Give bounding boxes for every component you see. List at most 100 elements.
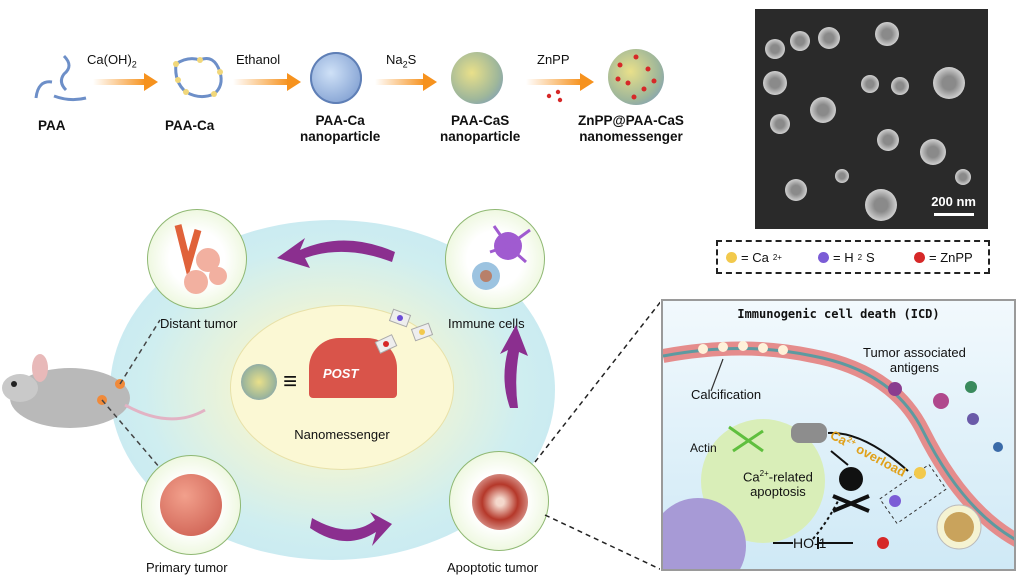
nanomessenger-ellipse: ≡ POST Nanomessenger <box>230 305 454 470</box>
reagent-sub: 2 <box>131 59 137 70</box>
legend-text: = H <box>833 250 854 265</box>
mouse-icon <box>2 354 206 428</box>
sem-particle <box>763 71 787 95</box>
arrow-step1 <box>93 73 158 91</box>
scale-bar-label: 200 nm <box>931 194 976 209</box>
sem-particle <box>933 67 965 99</box>
reagent-text: Ca(OH) <box>87 52 132 67</box>
paa-cas-nanoparticle-icon <box>451 52 503 104</box>
sem-particle <box>861 75 879 93</box>
cycle-arrows <box>2 238 660 570</box>
apoptotic-tumor-label: Apoptotic tumor <box>447 560 539 575</box>
sem-particle <box>810 97 836 123</box>
legend-sub: 2 <box>857 253 863 262</box>
paa-ca-icon <box>173 57 223 99</box>
nucleus-icon <box>663 498 746 569</box>
arrow-step4 <box>526 73 594 91</box>
arrow-up <box>500 325 528 408</box>
apoptosis-post: -related <box>768 469 813 485</box>
legend-znpp: = ZnPP <box>914 250 973 265</box>
ho1-label: HO-1 <box>793 535 827 551</box>
sem-particle <box>765 39 785 59</box>
apoptotic-tumor-node <box>449 451 549 551</box>
label-line2: nanoparticle <box>300 129 381 144</box>
antigen-icons <box>888 381 1003 452</box>
znpp-icon <box>914 252 925 263</box>
sem-particle <box>877 129 899 151</box>
reagent-ethanol: Ethanol <box>236 52 281 67</box>
deposit-to-death-arrow <box>830 450 849 466</box>
znpp-dots-icon <box>546 89 563 103</box>
ca-ion-icon <box>914 467 926 479</box>
envelopes-icon <box>374 308 434 354</box>
inhibit-arrow <box>817 537 853 549</box>
reagent-znpp: ZnPP <box>537 52 570 67</box>
sem-particle <box>835 169 849 183</box>
apoptotic-cell-icon <box>472 474 528 530</box>
leader-icd-bottom <box>544 514 660 570</box>
znpp-nanomessenger-icon <box>608 49 664 105</box>
cell-cytoplasm <box>701 419 825 543</box>
primary-tumor-node <box>141 455 241 555</box>
step-paa-label: PAA <box>38 118 66 133</box>
label-line2: nanomessenger <box>579 129 683 144</box>
scale-bar <box>934 213 974 216</box>
leader-primary <box>101 399 161 469</box>
sem-particle <box>785 179 807 201</box>
skull-icon <box>832 467 870 513</box>
legend-text: = ZnPP <box>929 250 973 265</box>
sem-particle <box>818 27 840 49</box>
sem-micrograph: 200 nm <box>755 9 988 229</box>
icd-title: Immunogenic cell death (ICD) <box>737 307 940 321</box>
nanomessenger-particle-icon <box>241 364 277 400</box>
label-line1: PAA-CaS <box>451 113 510 128</box>
lung-metastasis-icon <box>174 224 227 294</box>
icd-illustration <box>663 341 1014 569</box>
nanomessenger-label: Nanomessenger <box>294 427 390 442</box>
actin-label: Actin <box>690 441 717 455</box>
nanomessenger-icon <box>944 512 974 542</box>
znpp-icon <box>877 537 889 549</box>
sem-particle <box>790 31 810 51</box>
actin-icon <box>728 425 764 453</box>
sem-particle <box>865 189 897 221</box>
paa-ca-nanoparticle-icon <box>310 52 362 104</box>
ca-ion-icon <box>726 252 737 263</box>
legend-text: = Ca <box>741 250 769 265</box>
sem-particle <box>920 139 946 165</box>
sem-particle <box>770 114 790 134</box>
h2s-icon <box>818 252 829 263</box>
reagent-sub: 2 <box>402 59 408 70</box>
icd-panel: Immunogenic cell death (ICD) Calcificati… <box>661 299 1016 571</box>
sem-particle <box>955 169 971 185</box>
ion-dashed-box <box>879 463 947 525</box>
label-line1: PAA-Ca <box>315 113 365 128</box>
sem-particle <box>875 22 899 46</box>
arrow-right <box>310 512 392 546</box>
distant-tumor-label: Distant tumor <box>160 316 238 331</box>
sem-particle <box>891 77 909 95</box>
calcium-deposit-icon <box>791 423 827 443</box>
mailbox-text: POST <box>323 366 359 381</box>
apoptosis-pre: Ca <box>743 469 760 485</box>
label-line2: antigens <box>889 360 939 375</box>
legend-tail: S <box>866 250 875 265</box>
h2s-icon <box>889 495 901 507</box>
equiv-symbol: ≡ <box>283 368 298 395</box>
reagent-tail: S <box>407 52 417 67</box>
arrow-to-distant <box>277 238 395 268</box>
apoptosis-sup: 2+ <box>759 469 769 478</box>
primary-tumor-label: Primary tumor <box>146 560 228 575</box>
calcification-label: Calcification <box>691 387 762 402</box>
leader-icd-top <box>534 301 660 463</box>
arrow-step2 <box>233 73 301 91</box>
immune-cells-icon <box>472 225 531 290</box>
label-line2: nanoparticle <box>440 129 521 144</box>
reagent-na2s: Na2S <box>386 52 416 70</box>
apoptosis-line2: apoptosis <box>750 484 806 500</box>
